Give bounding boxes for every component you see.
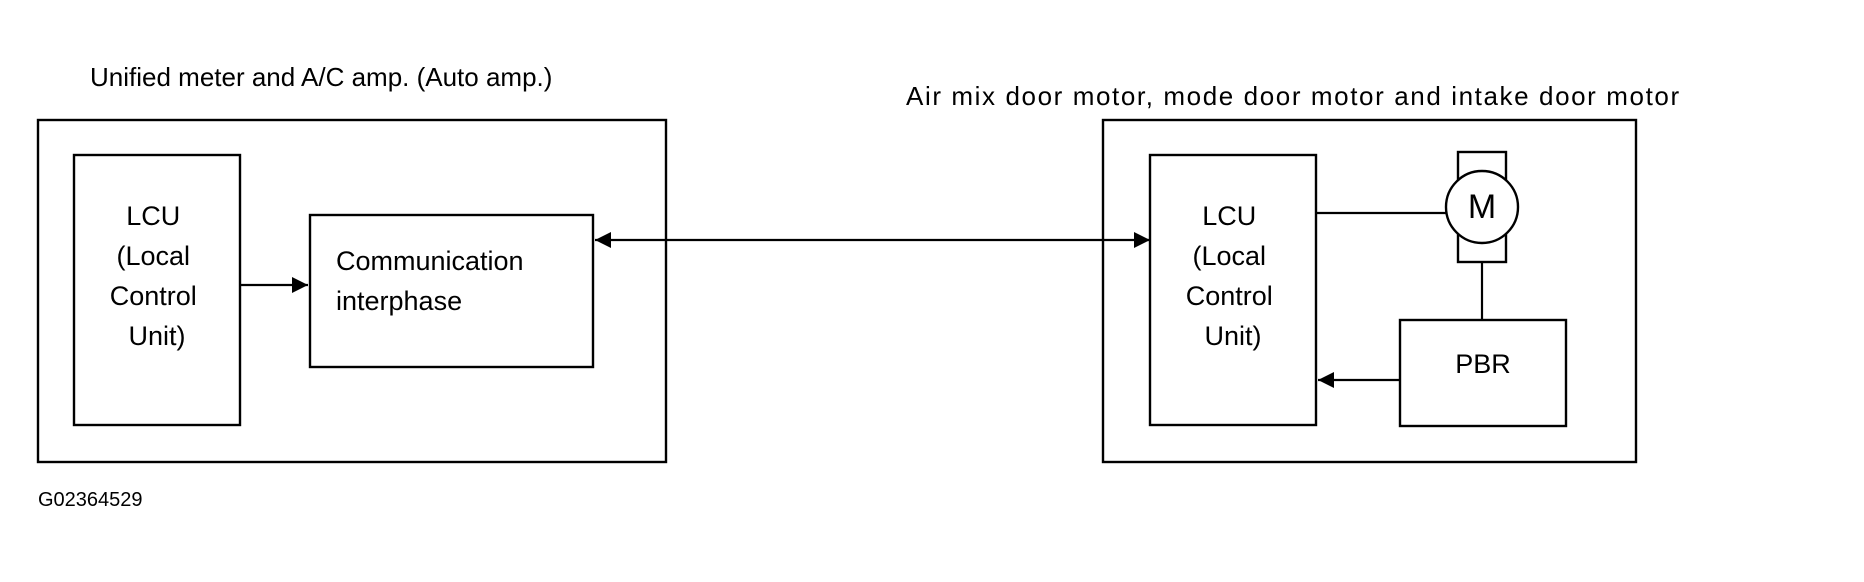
right-module-box <box>1101 118 1638 464</box>
left-module-box <box>36 118 668 464</box>
communication-interphase-box <box>308 213 595 369</box>
left-module-title: Unified meter and A/C amp. (Auto amp.) <box>90 62 552 92</box>
figure-id: G02364529 <box>38 489 143 511</box>
pbr-box <box>1398 318 1568 428</box>
right-lcu-box <box>1148 153 1318 427</box>
right-lcu-label: LCU (Local Control Unit) <box>1186 201 1281 351</box>
right-module-title: Air mix door motor, mode door motor and … <box>906 81 1681 111</box>
motor-icon: M <box>1444 150 1520 264</box>
communication-interphase-label: Communication interphase <box>336 246 531 316</box>
left-lcu-box <box>72 153 242 427</box>
left-lcu-label: LCU (Local Control Unit) <box>110 201 205 351</box>
motor-symbol-label: M <box>1468 188 1496 226</box>
pbr-label: PBR <box>1455 349 1511 379</box>
